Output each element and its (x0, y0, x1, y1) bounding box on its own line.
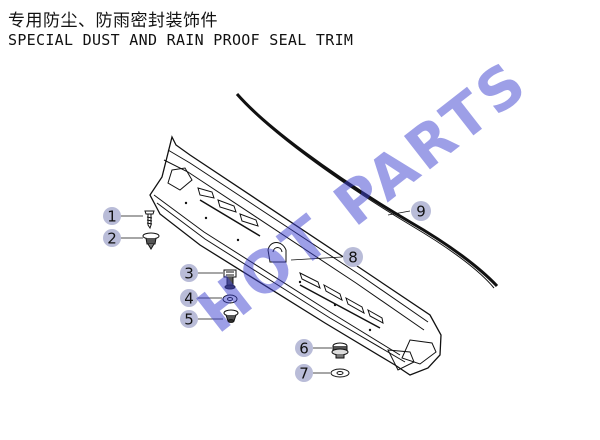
callout-8-label: 8 (348, 249, 358, 267)
diagram-title-en: SPECIAL DUST AND RAIN PROOF SEAL TRIM (8, 31, 354, 49)
leader-lines (120, 210, 411, 374)
callout-3-label: 3 (184, 265, 194, 283)
callout-1-label: 1 (107, 208, 117, 226)
diagram-title-cn: 专用防尘、防雨密封装饰件 (8, 11, 218, 31)
clip-part-2 (142, 232, 160, 250)
screw-part-1 (144, 210, 155, 230)
callout-9-label: 9 (416, 203, 426, 221)
hot-parts-watermark: HOT PARTS (185, 47, 541, 346)
callout-3: 3 (180, 264, 198, 283)
callout-6: 6 (295, 339, 313, 358)
seal-strip-part-9 (235, 93, 499, 289)
callout-8: 8 (343, 247, 363, 267)
callout-7-label: 7 (299, 365, 309, 383)
callout-5: 5 (180, 310, 198, 329)
callout-7: 7 (295, 364, 313, 383)
callout-6-label: 6 (299, 340, 309, 358)
bolt-part-3 (223, 269, 237, 290)
cowl-panel-part-8 (149, 135, 442, 376)
clip-part-5 (223, 309, 239, 323)
callout-5-label: 5 (184, 311, 194, 329)
nut-clip-part-6 (331, 342, 349, 359)
callout-4-label: 4 (184, 290, 194, 308)
callout-2-label: 2 (107, 230, 117, 248)
callout-4: 4 (180, 289, 198, 308)
washer-part-4 (222, 294, 238, 304)
washer-part-7 (330, 368, 350, 378)
callout-2: 2 (103, 229, 121, 248)
callout-9: 9 (411, 201, 431, 221)
callout-1: 1 (103, 207, 121, 226)
